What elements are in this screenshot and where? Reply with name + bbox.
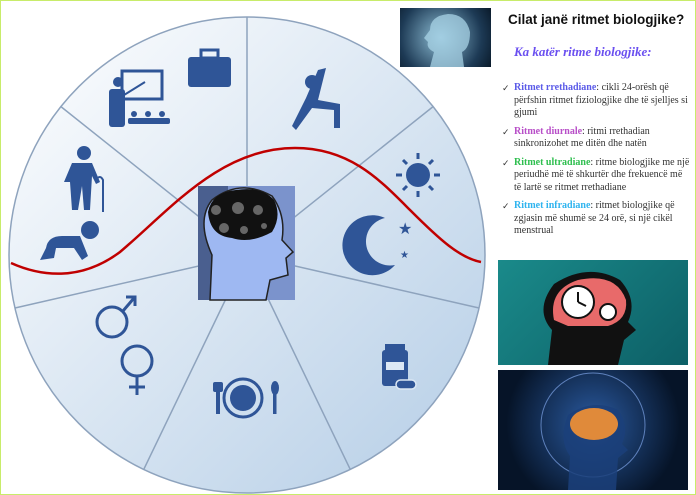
rhythm-desc: : cikli 24-orësh që përfshin ritmet fizi… — [514, 82, 688, 118]
medicine-icon — [382, 344, 417, 390]
teacher-icon — [109, 69, 170, 127]
check-icon: ✓ — [502, 201, 510, 211]
slide-title: Cilat janë ritmet biologjike? — [508, 12, 685, 27]
rhythm-name: Ritmet rrethadiane — [514, 82, 597, 93]
brain-clock-image — [498, 260, 688, 365]
rhythm-name: Ritmet ultradiane — [514, 156, 591, 168]
svg-text:★: ★ — [398, 221, 412, 238]
crawling-baby-icon — [40, 221, 99, 260]
check-icon: ✓ — [502, 157, 510, 168]
list-item: ✓ Ritmet ultradiane: ritme biologjike me … — [502, 157, 690, 195]
yoga-icon — [292, 68, 340, 130]
rhythm-list: ✓ Ritmet rrethadiane: cikli 24-orësh që p… — [502, 82, 690, 244]
list-item: ✓ Ritmet diurnale: ritmi rrethadian sinkr… — [502, 126, 690, 151]
brain-gears-head-icon — [198, 186, 295, 301]
gender-icon — [95, 295, 154, 395]
rhythm-desc: : ritmet biologjike që zgjasin më shumë … — [514, 200, 675, 236]
rhythm-curve — [10, 146, 482, 275]
plate-cutlery-icon — [213, 377, 279, 419]
rhythm-name: Ritmet infradiane — [514, 200, 591, 211]
check-icon: ✓ — [502, 126, 510, 137]
briefcase-icon — [188, 48, 231, 87]
subtitle: Ka katër ritme biologjike: — [514, 44, 652, 59]
rhythm-desc: : ritme biologjike me një periudhë më të… — [514, 156, 690, 193]
rhythm-desc: : ritmi rrethadian sinkronizohet me ditë… — [514, 125, 650, 150]
svg-text:★: ★ — [400, 250, 409, 261]
head-xray-image — [400, 8, 491, 67]
list-item: ✓ Ritmet rrethadiane: cikli 24-orësh që p… — [502, 82, 690, 120]
check-icon: ✓ — [502, 83, 510, 93]
brain-clock-dark-image — [498, 370, 688, 490]
elderly-person-icon — [64, 146, 104, 212]
rhythm-name: Ritmet diurnale — [514, 125, 583, 137]
list-item: ✓ Ritmet infradiane: ritmet biologjike që… — [502, 200, 690, 238]
biological-rhythm-wheel: ★★ — [8, 16, 486, 494]
sun-icon — [396, 153, 440, 197]
moon-stars-icon: ★★ — [342, 215, 412, 276]
